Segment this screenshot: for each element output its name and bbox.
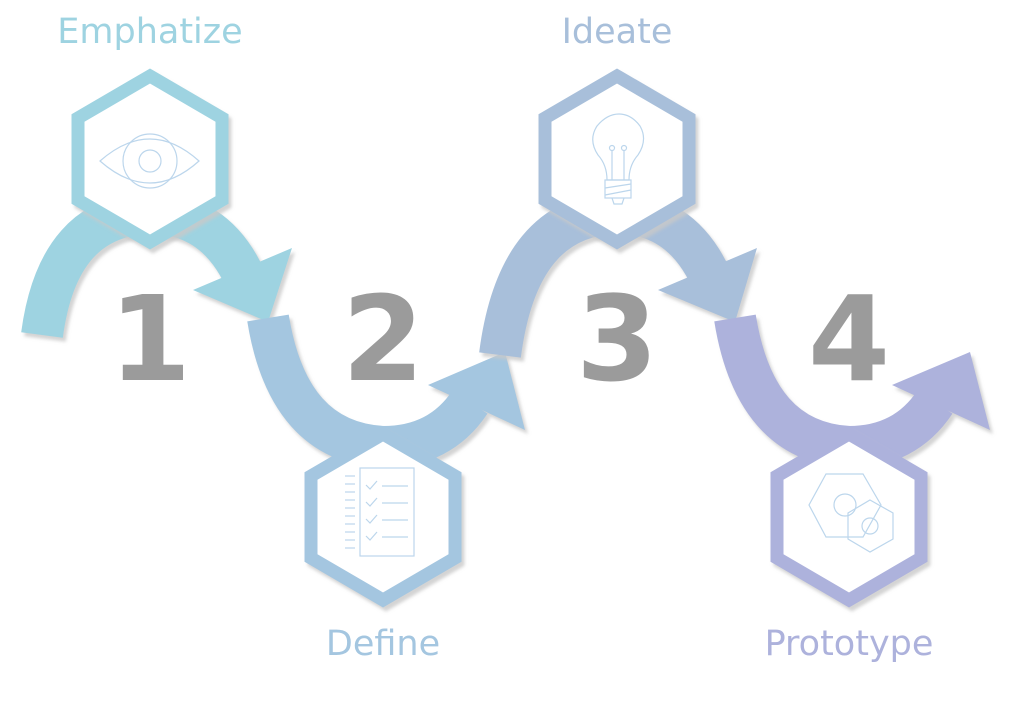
hex-nuts-icon	[808, 473, 894, 553]
checklist-icon	[345, 467, 415, 557]
step-title-prototype: Prototype	[765, 624, 934, 664]
step-number-2: 2	[342, 270, 424, 408]
eye-icon	[99, 133, 200, 189]
step-title-define: Define	[326, 624, 440, 664]
hexagon-step-4	[770, 426, 928, 608]
hexagon-step-1	[71, 68, 229, 250]
step-number-1: 1	[109, 270, 191, 408]
step-number-4: 4	[808, 270, 890, 408]
hexagon-step-2	[304, 426, 462, 608]
step-title-ideate: Ideate	[562, 12, 673, 52]
lightbulb-icon	[592, 113, 645, 205]
step-title-emphatize: Emphatize	[57, 12, 242, 52]
hexagon-step-3	[538, 68, 696, 250]
step-number-3: 3	[576, 270, 658, 408]
